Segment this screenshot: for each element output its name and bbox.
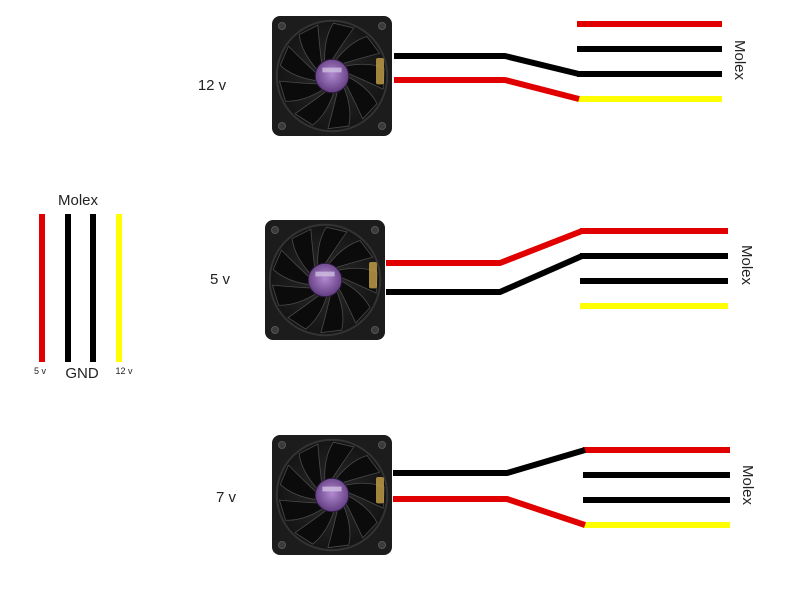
fan-config-2: 5 v Molex bbox=[210, 220, 755, 340]
molex-pinout-legend: Molex 5 v GND 12 v bbox=[34, 192, 133, 382]
fan-configurations: 12 v Molex 5 v Molex 7 v Molex bbox=[198, 16, 756, 555]
fan-wire-2 bbox=[393, 496, 586, 528]
fan-config-1: 12 v Molex bbox=[198, 16, 748, 136]
fan-icon bbox=[272, 16, 392, 136]
connector-label: Molex bbox=[739, 465, 756, 506]
fan-wire-1 bbox=[393, 447, 586, 476]
legend-label-12v: 12 v bbox=[115, 366, 133, 376]
fan-icon bbox=[272, 435, 392, 555]
legend-label-5v: 5 v bbox=[34, 366, 47, 376]
fan-config-3: 7 v Molex bbox=[216, 435, 756, 555]
legend-title: Molex bbox=[58, 192, 99, 209]
voltage-label: 5 v bbox=[210, 271, 231, 288]
voltage-label: 12 v bbox=[198, 77, 227, 94]
legend-label-gnd: GND bbox=[65, 365, 99, 382]
fan-wire-2 bbox=[394, 77, 580, 102]
fan-wire-2 bbox=[386, 253, 584, 295]
fan-wire-1 bbox=[386, 228, 584, 266]
connector-label: Molex bbox=[731, 40, 748, 81]
fan-icon bbox=[265, 220, 385, 340]
connector-label: Molex bbox=[738, 245, 755, 286]
fan-wire-1 bbox=[394, 53, 580, 77]
voltage-label: 7 v bbox=[216, 489, 237, 506]
